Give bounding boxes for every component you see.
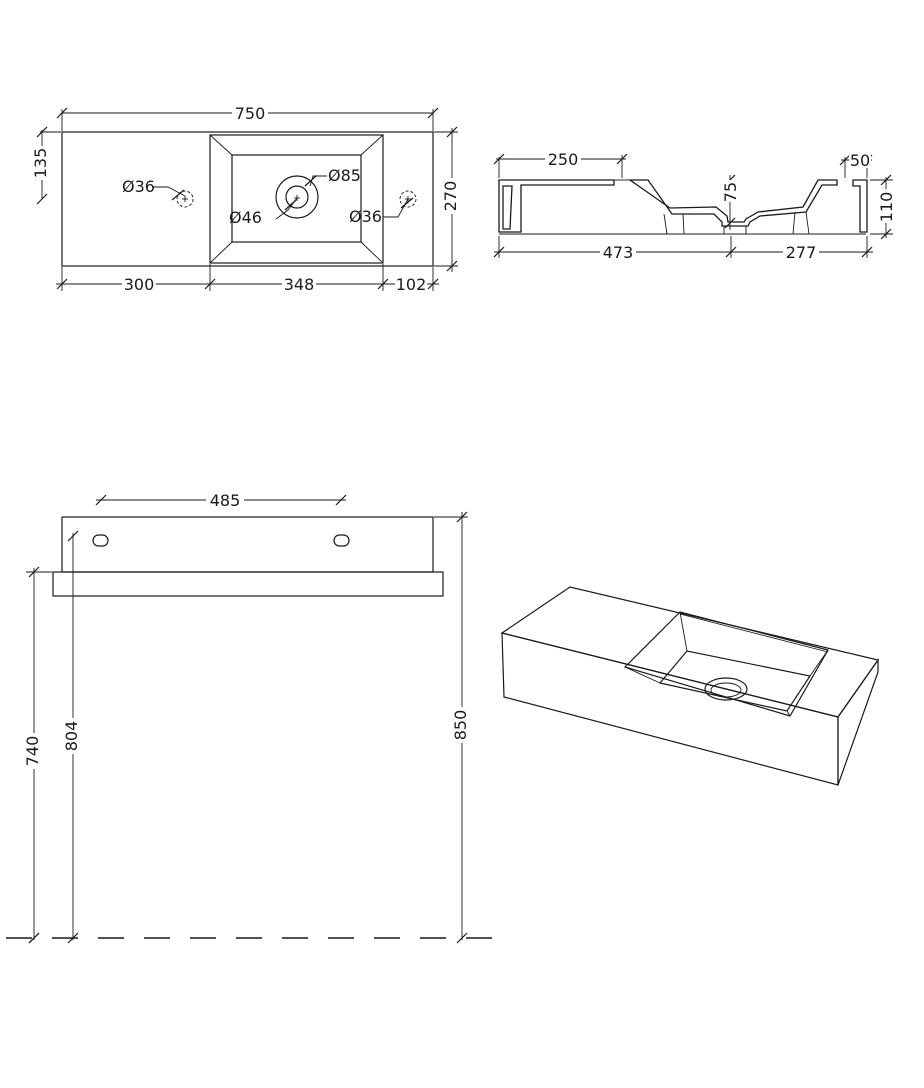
section-right-rim-label: 50: [850, 151, 870, 170]
left-deck-label: 300: [124, 275, 155, 294]
front-view: 485 740 804 850: [6, 490, 512, 944]
dimension-bottom-chain: 300 348 102: [56, 264, 439, 294]
iso-basin-floor: [658, 650, 811, 712]
tap-hole-left-label: Ø36: [122, 177, 155, 196]
dimension-tap-offset: 135: [31, 126, 61, 205]
section-basin-depth-label: 75: [721, 182, 740, 202]
dimension-overall-width: 750: [56, 102, 439, 131]
overall-depth-label: 270: [441, 181, 460, 212]
drain-outer-circle: [275, 175, 319, 219]
tap-hole-right-icon: [399, 190, 417, 208]
tap-hole-front-left-icon: [92, 534, 109, 547]
section-drain-left-label: 473: [603, 243, 634, 262]
tap-spacing-label: 485: [210, 491, 241, 510]
right-deck-label: 102: [396, 275, 427, 294]
isometric-view: [500, 586, 879, 786]
tap-hole-left-icon: [176, 190, 194, 208]
basin-width-label: 348: [284, 275, 315, 294]
drain-outer-label: Ø85: [328, 166, 361, 185]
basin-outer-edge: [209, 134, 384, 264]
overall-width-label: 750: [235, 104, 266, 123]
tap-hole-front-right-icon: [333, 534, 350, 547]
backsplash-outline: [61, 516, 434, 573]
drain-inner-circle: [285, 185, 309, 209]
tap-offset-label: 135: [31, 148, 50, 179]
top-view: Ø36 Ø36 Ø85 Ø46 750 270: [31, 102, 462, 294]
iso-drain-icon: [704, 677, 748, 701]
drain-inner-label: Ø46: [229, 208, 262, 227]
section-left-deck-label: 250: [548, 150, 579, 169]
section-view: 250 50 75 110 473 277: [493, 149, 898, 262]
countertop-outline: [52, 571, 444, 597]
mount-height-label: 740: [23, 736, 42, 767]
section-drain-right-label: 277: [786, 243, 817, 262]
section-wall: [498, 179, 615, 233]
tap-hole-right-label: Ø36: [349, 207, 382, 226]
section-height-label: 110: [877, 192, 896, 223]
iso-side-face: [837, 658, 879, 786]
top-view-outline: [61, 131, 434, 267]
section-basin-profile: [627, 179, 838, 227]
top-height-label: 850: [451, 710, 470, 741]
tap-height-label: 804: [62, 721, 81, 752]
dimension-overall-depth: 270: [434, 126, 462, 272]
basin-inner-edge: [231, 154, 362, 243]
